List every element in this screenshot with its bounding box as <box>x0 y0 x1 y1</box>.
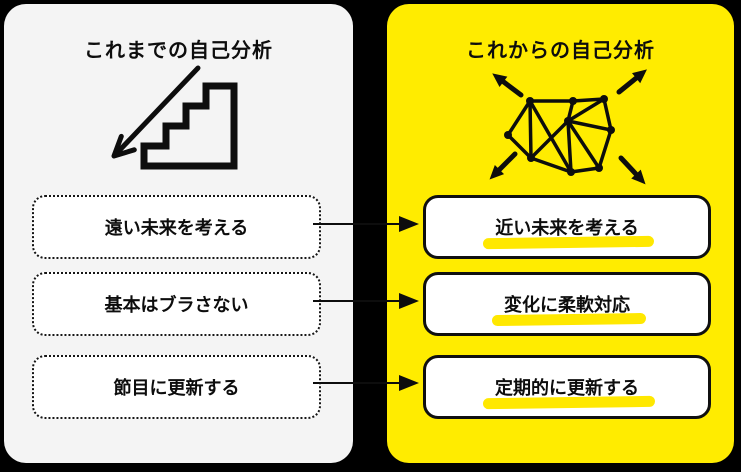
connector-arrow-3 <box>313 375 419 391</box>
list-item-future-3: 定期的に更新する <box>423 355 711 419</box>
list-item-future-1: 近い未来を考える <box>423 195 711 259</box>
list-item-future-2: 変化に柔軟対応 <box>423 272 711 336</box>
right-panel-title: これからの自己分析 <box>466 40 655 62</box>
item-label: 基本はブラさない <box>104 295 249 315</box>
item-label: 遠い未来を考える <box>104 218 249 238</box>
future-analysis-panel: これからの自己分析 <box>387 4 734 463</box>
descending-stairs-arrow-icon <box>100 60 240 178</box>
item-label: 近い未来を考える <box>495 218 639 238</box>
connector-arrow-1 <box>313 216 419 232</box>
list-item-past-3: 節目に更新する <box>32 355 321 419</box>
expanding-network-icon <box>471 58 651 198</box>
list-item-past-1: 遠い未来を考える <box>32 195 321 259</box>
list-item-past-2: 基本はブラさない <box>32 272 321 336</box>
left-panel-title: これまでの自己分析 <box>84 40 273 62</box>
item-label: 定期的に更新する <box>495 378 639 398</box>
item-label: 変化に柔軟対応 <box>504 295 630 315</box>
connector-arrow-2 <box>313 293 419 309</box>
previous-analysis-panel: これまでの自己分析 遠い未来を考える 基本はブラさない 節目に更新する <box>4 4 353 463</box>
item-label: 節目に更新する <box>113 378 240 398</box>
